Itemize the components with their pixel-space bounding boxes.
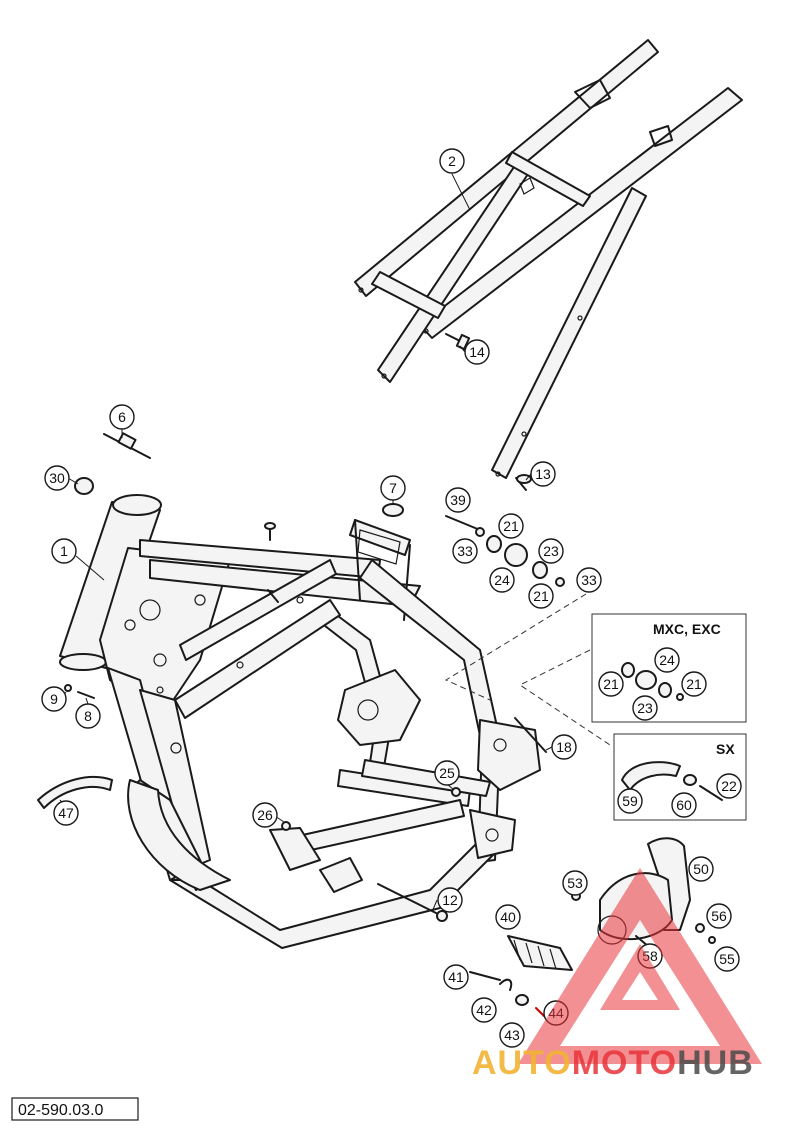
callout-30: 30 bbox=[44, 465, 70, 491]
callout-9: 9 bbox=[41, 686, 67, 712]
callout-39: 39 bbox=[445, 487, 471, 513]
document-id: 02-590.03.0 bbox=[11, 1097, 139, 1121]
svg-text:56: 56 bbox=[711, 908, 727, 924]
svg-text:21: 21 bbox=[603, 676, 619, 692]
callout-2: 2 bbox=[439, 148, 465, 174]
svg-text:12: 12 bbox=[442, 892, 458, 908]
svg-text:39: 39 bbox=[450, 492, 466, 508]
svg-text:6: 6 bbox=[118, 409, 126, 425]
document-id-text: 02-590.03.0 bbox=[18, 1102, 104, 1119]
svg-text:42: 42 bbox=[476, 1002, 492, 1018]
callout-47: 47 bbox=[53, 800, 79, 826]
callout-40: 40 bbox=[495, 904, 521, 930]
callout-8: 8 bbox=[75, 703, 101, 729]
callout-14: 14 bbox=[464, 339, 490, 365]
svg-text:9: 9 bbox=[50, 691, 58, 707]
callout-60: 60 bbox=[671, 792, 697, 818]
callout-33-a: 33 bbox=[452, 538, 478, 564]
callout-50: 50 bbox=[688, 856, 714, 882]
svg-text:21: 21 bbox=[533, 588, 549, 604]
callout-53: 53 bbox=[562, 870, 588, 896]
svg-text:23: 23 bbox=[543, 543, 559, 559]
callout-33-b: 33 bbox=[576, 567, 602, 593]
svg-text:47: 47 bbox=[58, 805, 74, 821]
svg-text:26: 26 bbox=[257, 807, 273, 823]
bolt-14-drawing bbox=[445, 333, 471, 351]
svg-text:21: 21 bbox=[503, 518, 519, 534]
callout-24-b: 24 bbox=[654, 647, 680, 673]
callout-41: 41 bbox=[443, 964, 469, 990]
small-parts-drawing bbox=[37, 432, 565, 922]
dash-leader-mxc bbox=[444, 593, 587, 701]
callout-26: 26 bbox=[252, 802, 278, 828]
callout-23-a: 23 bbox=[538, 538, 564, 564]
svg-text:24: 24 bbox=[494, 572, 510, 588]
callout-22: 22 bbox=[716, 773, 742, 799]
callout-21-c: 21 bbox=[598, 671, 624, 697]
callout-42: 42 bbox=[471, 997, 497, 1023]
svg-text:22: 22 bbox=[721, 778, 737, 794]
svg-text:13: 13 bbox=[535, 466, 551, 482]
svg-text:25: 25 bbox=[439, 765, 455, 781]
svg-text:53: 53 bbox=[567, 875, 583, 891]
callout-7: 7 bbox=[380, 475, 406, 501]
svg-text:33: 33 bbox=[581, 572, 597, 588]
watermark-moto: MOTO bbox=[572, 1044, 677, 1082]
callout-25: 25 bbox=[434, 760, 460, 786]
svg-text:1: 1 bbox=[60, 543, 68, 559]
callout-12: 12 bbox=[437, 887, 463, 913]
svg-text:41: 41 bbox=[448, 969, 464, 985]
svg-text:AUTOMOTOHUB: AUTOMOTOHUB bbox=[472, 1044, 754, 1082]
callout-24-a: 24 bbox=[489, 567, 515, 593]
svg-text:8: 8 bbox=[84, 708, 92, 724]
watermark-triangle-icon bbox=[518, 868, 762, 1064]
callout-43: 43 bbox=[499, 1022, 525, 1048]
main-frame-drawing bbox=[59, 494, 541, 949]
callout-23-b: 23 bbox=[632, 695, 658, 721]
watermark-auto: AUTO bbox=[472, 1044, 572, 1082]
svg-text:50: 50 bbox=[693, 861, 709, 877]
svg-text:21: 21 bbox=[686, 676, 702, 692]
svg-text:60: 60 bbox=[676, 797, 692, 813]
dash-leader-sx bbox=[519, 649, 611, 746]
callout-13: 13 bbox=[530, 461, 556, 487]
panel-mxc-exc-label: MXC, EXC bbox=[653, 621, 721, 637]
callout-21-b: 21 bbox=[528, 583, 554, 609]
callout-21-d: 21 bbox=[681, 671, 707, 697]
callout-1: 1 bbox=[51, 538, 77, 564]
automotohub-watermark: AUTOMOTOHUB bbox=[472, 868, 762, 1082]
svg-text:18: 18 bbox=[556, 739, 572, 755]
callout-55: 55 bbox=[714, 946, 740, 972]
callout-21-a: 21 bbox=[498, 513, 524, 539]
svg-text:14: 14 bbox=[469, 344, 485, 360]
callout-18: 18 bbox=[551, 734, 577, 760]
svg-text:33: 33 bbox=[457, 543, 473, 559]
svg-text:2: 2 bbox=[448, 153, 456, 169]
svg-text:55: 55 bbox=[719, 951, 735, 967]
callout-59: 59 bbox=[617, 788, 643, 814]
svg-text:59: 59 bbox=[622, 793, 638, 809]
svg-text:30: 30 bbox=[49, 470, 65, 486]
watermark-hub: HUB bbox=[677, 1044, 754, 1082]
panel-sx-label: SX bbox=[716, 741, 735, 757]
svg-text:7: 7 bbox=[389, 480, 397, 496]
svg-text:43: 43 bbox=[504, 1027, 520, 1043]
svg-text:24: 24 bbox=[659, 652, 675, 668]
svg-text:40: 40 bbox=[500, 909, 516, 925]
callout-56: 56 bbox=[706, 903, 732, 929]
subframe-drawing bbox=[354, 39, 743, 479]
callout-6: 6 bbox=[109, 404, 135, 430]
bolt-13-drawing bbox=[515, 474, 532, 491]
svg-text:23: 23 bbox=[637, 700, 653, 716]
